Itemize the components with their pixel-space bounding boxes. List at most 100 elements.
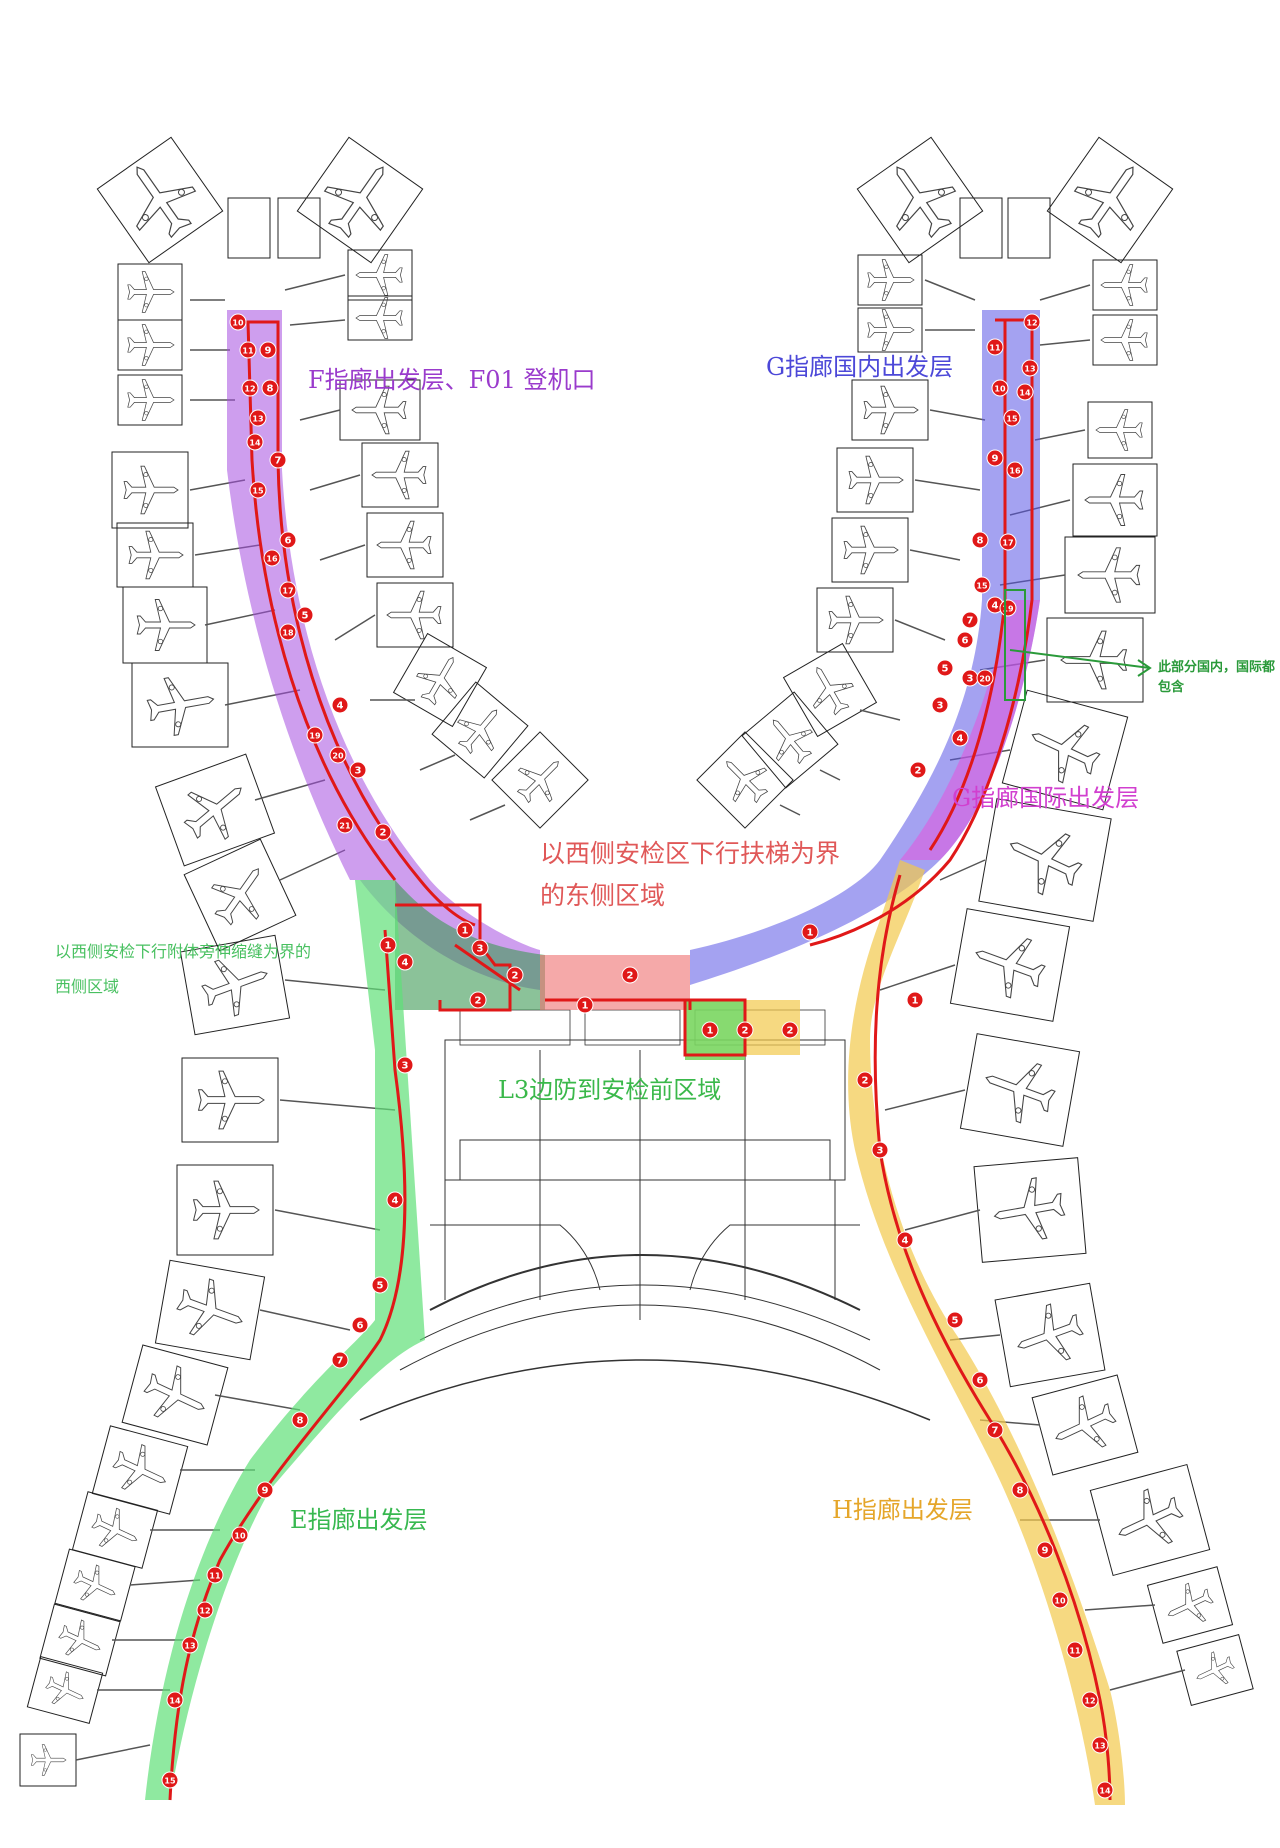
l3-yellow-zone [745,1000,800,1055]
route-marker-dot [249,409,267,427]
route-marker: 13 [249,409,267,427]
route-marker-dot [1023,313,1041,331]
route-marker-dot [986,1421,1004,1439]
route-marker: 12 [241,379,259,397]
route-marker-dot [166,1691,184,1709]
route-marker-label: 20 [979,675,991,684]
route-marker-label: 4 [402,958,409,969]
route-marker-dot [279,531,297,549]
route-marker: 6 [971,1371,989,1389]
route-marker-dot [263,549,281,567]
f-pier-zone [227,310,540,990]
route-marker: 10 [231,1526,249,1544]
route-marker-label: 15 [252,487,264,496]
route-marker-dot [469,991,487,1009]
route-marker-label: 20 [332,752,344,761]
route-marker-label: 15 [164,1777,176,1786]
west-route [395,903,521,1012]
route-marker: 7 [269,451,287,469]
route-marker: 13 [1021,359,1039,377]
route-marker-label: 2 [742,1026,749,1037]
route-marker: 1 [801,923,819,941]
route-marker: 9 [1036,1541,1054,1559]
route-marker-dot [991,379,1009,397]
route-marker: 14 [1096,1781,1114,1799]
route-marker-dot [261,379,279,397]
route-marker: 3 [871,1141,889,1159]
route-marker-label: 7 [275,456,282,467]
route-marker-label: 5 [952,1316,959,1327]
route-marker-label: 10 [232,319,244,328]
route-marker-label: 9 [1042,1546,1049,1557]
route-marker: 8 [261,379,279,397]
route-marker-dot [961,611,979,629]
route-marker-label: 8 [267,384,274,395]
route-marker-dot [379,936,397,954]
inspection-routes [168,318,1112,1801]
route-marker-dot [506,966,524,984]
route-marker-label: 12 [244,385,255,394]
f-pier-label: F指廊出发层、F01 登机口 [308,366,596,394]
route-marker-label: 10 [234,1532,246,1541]
route-marker: 8 [971,531,989,549]
route-marker-dot [386,1191,404,1209]
route-marker: 1 [701,1021,719,1039]
route-marker-dot [279,623,297,641]
route-marker-dot [896,1231,914,1249]
route-marker-dot [306,726,324,744]
route-marker-dot [396,1056,414,1074]
route-marker-dot [976,669,994,687]
route-marker: 16 [1006,461,1024,479]
route-marker: 3 [396,1056,414,1074]
route-marker-label: 1 [582,1001,589,1012]
route-marker-label: 3 [937,701,944,712]
route-marker-dot [239,341,257,359]
route-marker-dot [456,921,474,939]
route-marker-label: 12 [199,1607,210,1616]
route-marker-label: 2 [512,971,519,982]
route-marker-label: 3 [355,766,362,777]
e-route [168,929,407,1801]
route-marker-dot [249,481,267,499]
route-marker-dot [471,939,489,957]
route-marker-dot [331,1351,349,1369]
route-marker-label: 15 [976,582,988,591]
route-marker: 4 [386,1191,404,1209]
route-marker: 17 [279,581,297,599]
route-marker-label: 13 [1024,365,1035,374]
route-marker-dot [259,341,277,359]
route-marker: 2 [781,1021,799,1039]
route-marker-dot [351,1316,369,1334]
route-marker-label: 18 [282,629,294,638]
route-marker: 11 [206,1566,224,1584]
route-marker: 2 [621,966,639,984]
route-marker: 12 [196,1601,214,1619]
g-pier-international-label: G指廊国际出发层 [952,784,1140,812]
route-marker-dot [971,531,989,549]
route-marker-dot [999,533,1017,551]
route-marker-dot [736,1021,754,1039]
route-marker: 4 [951,729,969,747]
route-marker: 4 [396,953,414,971]
route-marker: 7 [961,611,979,629]
route-marker-label: 12 [1026,319,1037,328]
route-marker-label: 17 [282,587,293,596]
route-marker: 11 [986,338,1004,356]
route-marker: 10 [229,313,247,331]
route-marker-label: 11 [242,347,254,356]
route-marker-dot [801,923,819,941]
route-marker-label: 1 [707,1026,714,1037]
route-marker-dot [1021,359,1039,377]
h-pier-label: H指廊出发层 [832,1496,973,1524]
route-marker: 11 [1066,1641,1084,1659]
route-marker: 16 [263,549,281,567]
route-marker: 15 [973,576,991,594]
g-pier-domestic-label: G指廊国内出发层 [766,353,954,381]
route-marker-dot [161,1771,179,1789]
route-marker-label: 8 [297,1416,304,1427]
route-marker-label: 19 [1002,605,1014,614]
route-marker-label: 11 [209,1572,221,1581]
route-marker-label: 17 [1002,539,1013,548]
route-marker-label: 2 [475,996,482,1007]
